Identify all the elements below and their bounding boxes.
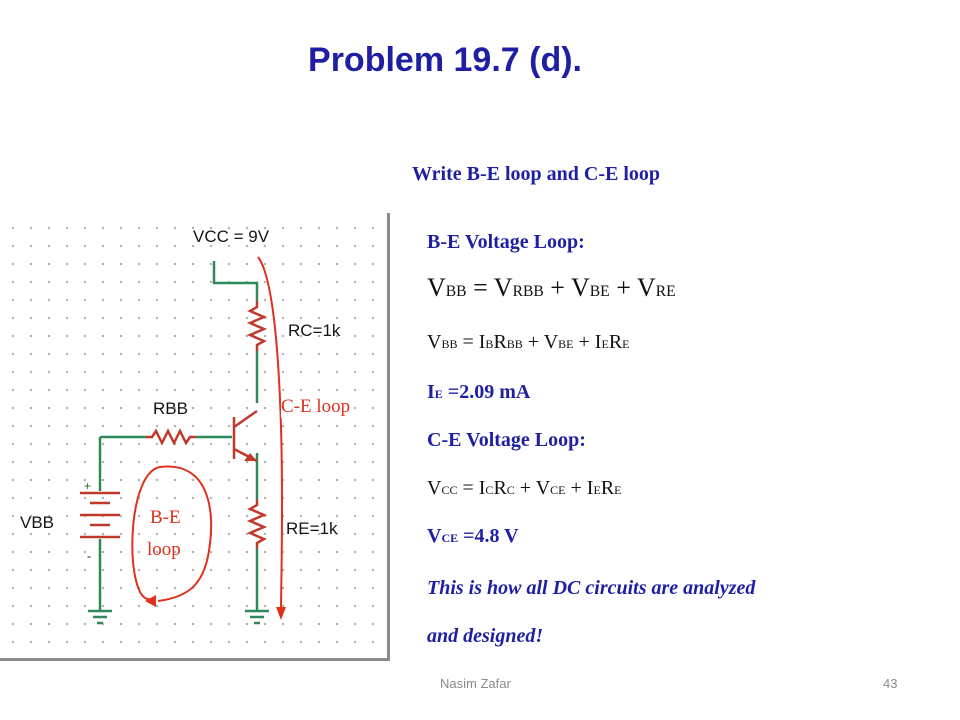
- plus-sign: +: [84, 479, 92, 493]
- equation-ce: VCC = ICRC + VCE + IERE: [427, 477, 622, 499]
- note-line-2: and designed!: [427, 625, 544, 647]
- rbb-resistor: [146, 428, 196, 446]
- vbb-label: VBB: [20, 513, 55, 532]
- re-resistor: [246, 499, 268, 549]
- minus-sign: -: [87, 549, 91, 563]
- note-line-1: This is how all DC circuits are analyzed: [427, 577, 756, 599]
- equation-be-expanded: VBB = IBRBB + VBE + IERE: [427, 331, 630, 353]
- be-loop-label-1: B-E: [150, 507, 181, 528]
- ce-loop-label: C-E loop: [281, 396, 351, 418]
- vcc-wire: [212, 261, 259, 301]
- rbb-label: RBB: [153, 399, 188, 418]
- transistor-symbol: [232, 409, 258, 463]
- ce-loop-curve: [257, 256, 284, 614]
- equation-be-symbolic: VBB = VRBB + VBE + VRE: [427, 273, 676, 302]
- rc-resistor: [246, 301, 268, 351]
- re-label: RE=1k: [286, 519, 338, 538]
- ie-result: IE =2.09 mA: [427, 381, 531, 403]
- vcc-label: VCC = 9V: [193, 227, 270, 246]
- be-loop-arrow: [145, 595, 156, 607]
- be-loop-label-2: loop: [147, 539, 181, 560]
- ground-symbols: [88, 609, 269, 625]
- slide-title: Problem 19.7 (d).: [308, 41, 582, 79]
- emitter-arrow: [244, 453, 257, 461]
- ce-loop-arrow: [276, 607, 286, 620]
- footer-author: Nasim Zafar: [440, 676, 511, 691]
- ce-loop-heading: C-E Voltage Loop:: [427, 429, 586, 451]
- circuit-drawing: [80, 256, 286, 625]
- be-loop-heading: B-E Voltage Loop:: [427, 231, 585, 253]
- page-number: 43: [883, 676, 898, 691]
- rc-label: RC=1k: [288, 321, 341, 340]
- slide-subtitle: Write B-E loop and C-E loop: [412, 163, 660, 185]
- vce-result: VCE =4.8 V: [427, 525, 519, 547]
- be-loop-curve: [131, 465, 213, 602]
- vbb-battery: [80, 491, 120, 539]
- circuit-schematic: VCC = 9V RC=1k RBB RE=1k VBB + - C-E loo…: [0, 213, 390, 661]
